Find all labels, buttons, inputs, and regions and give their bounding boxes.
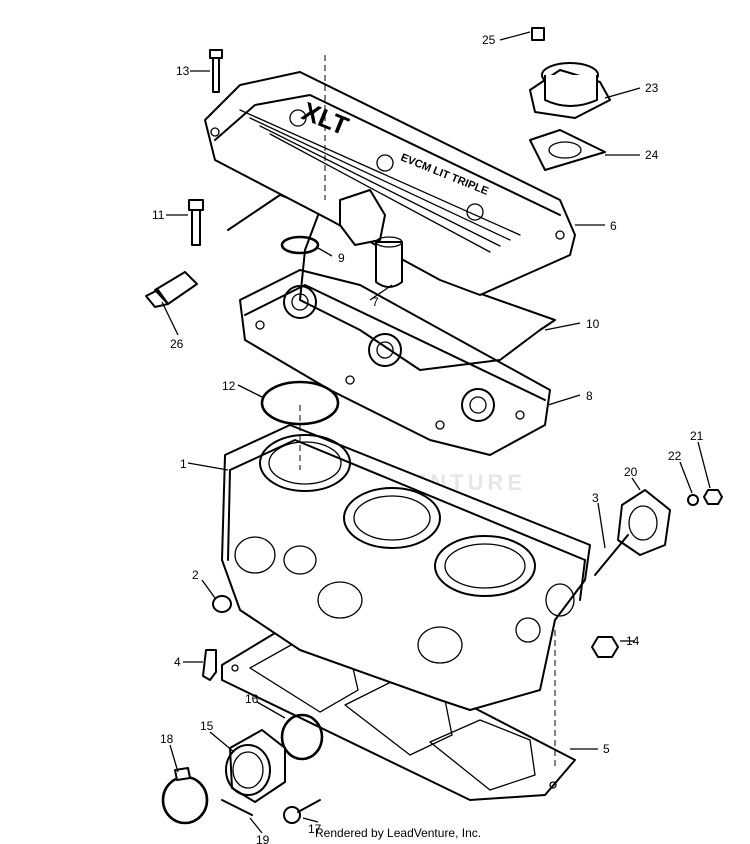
- callout-12: 12: [222, 379, 236, 393]
- callout-labels: 13 25 23 24 11 9 6 7 26 10 12 8 1 21 22 …: [152, 33, 704, 844]
- screw-19[interactable]: [221, 799, 253, 816]
- callout-7: 7: [372, 295, 379, 309]
- callout-4: 4: [174, 655, 181, 669]
- leader-lines: [161, 31, 711, 834]
- callout-9: 9: [338, 251, 345, 265]
- temp-sensor-26[interactable]: [145, 271, 198, 308]
- o-ring-9[interactable]: [280, 235, 320, 255]
- callout-17: 17: [308, 822, 322, 836]
- nut-21[interactable]: [703, 489, 723, 505]
- outlet-gasket-24[interactable]: [529, 129, 606, 171]
- plug-2[interactable]: [212, 595, 232, 613]
- clamp-18[interactable]: [161, 767, 209, 825]
- callout-2: 2: [192, 568, 199, 582]
- callout-22: 22: [668, 449, 682, 463]
- callout-18: 18: [160, 732, 174, 746]
- cylinder-head[interactable]: [239, 269, 551, 456]
- washer-22[interactable]: [687, 494, 699, 506]
- callout-24: 24: [645, 148, 659, 162]
- callout-23: 23: [645, 81, 659, 95]
- fitting-25[interactable]: [531, 27, 545, 41]
- fitting-4[interactable]: [202, 649, 217, 681]
- callout-11: 11: [152, 208, 165, 222]
- callout-26: 26: [170, 337, 184, 351]
- callout-16: 16: [245, 692, 259, 706]
- water-outlet-23[interactable]: [529, 62, 611, 119]
- callout-20: 20: [624, 465, 638, 479]
- callout-3: 3: [592, 491, 599, 505]
- callout-19: 19: [256, 833, 270, 844]
- nut-14[interactable]: [591, 636, 619, 658]
- callout-8: 8: [586, 389, 593, 403]
- cover-plate-20[interactable]: [617, 489, 671, 556]
- cylinder-block[interactable]: [221, 424, 591, 711]
- callout-5: 5: [603, 742, 610, 756]
- o-ring-16[interactable]: [280, 713, 324, 761]
- callout-15: 15: [200, 719, 214, 733]
- callout-21: 21: [690, 429, 704, 443]
- part-7-fitting[interactable]: [375, 236, 403, 288]
- callout-13: 13: [176, 64, 190, 78]
- callout-25: 25: [482, 33, 496, 47]
- bolt-13[interactable]: [209, 49, 223, 93]
- callout-6: 6: [610, 219, 617, 233]
- callout-10: 10: [586, 317, 600, 331]
- intake-flange-15[interactable]: [225, 729, 286, 803]
- render-credit: Rendered by LeadVenture, Inc.: [315, 826, 482, 840]
- o-ring-12[interactable]: [260, 380, 340, 426]
- bolt-11[interactable]: [188, 199, 204, 246]
- stud-3[interactable]: [594, 534, 629, 576]
- valve-cover[interactable]: XLT EVCM LIT TRIPLE: [204, 71, 576, 296]
- callout-14: 14: [626, 634, 640, 648]
- bolt-17[interactable]: [283, 799, 321, 824]
- callout-1: 1: [180, 457, 187, 471]
